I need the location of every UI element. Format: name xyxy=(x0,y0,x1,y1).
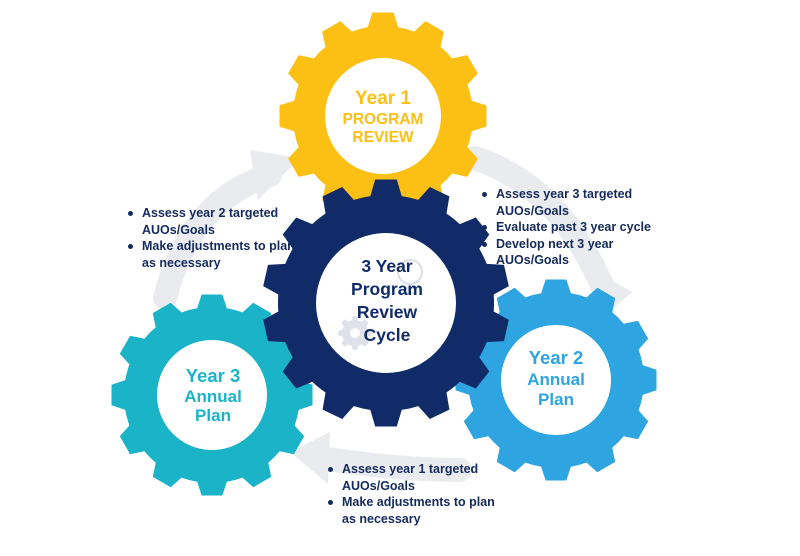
small-gear-icon xyxy=(338,316,372,350)
arrow-year2-to-year3 xyxy=(308,446,472,482)
year1-title: Year 1 xyxy=(355,88,411,109)
year1-subtitle-line1: PROGRAM xyxy=(343,111,424,128)
arrow-year1-to-year2 xyxy=(462,146,617,304)
note-item: Make adjustments to plan as necessary xyxy=(326,494,506,527)
gear-year3 xyxy=(111,294,313,496)
year2-title: Year 2 xyxy=(529,347,584,368)
center-line2: Program xyxy=(351,279,423,299)
year3-subtitle-line1: Annual xyxy=(184,387,242,406)
note-item: Assess year 1 targeted AUOs/Goals xyxy=(326,461,506,494)
lightbulb-icon xyxy=(397,259,423,294)
cycle-arrows xyxy=(153,146,632,484)
gear-year1 xyxy=(279,12,487,220)
arrowhead-year1 xyxy=(250,150,300,200)
note-item: Assess year 3 targeted AUOs/Goals xyxy=(480,186,680,219)
year1-subtitle-line2: REVIEW xyxy=(352,129,414,146)
gear-center xyxy=(263,179,509,427)
center-line4: Cycle xyxy=(364,325,411,345)
note-item: Evaluate past 3 year cycle xyxy=(480,219,680,236)
notes-year1-to-year2: Assess year 3 targeted AUOs/Goals Evalua… xyxy=(480,186,680,269)
note-item: Develop next 3 year AUOs/Goals xyxy=(480,236,680,269)
note-item: Assess year 2 targeted AUOs/Goals xyxy=(126,205,304,238)
year3-title: Year 3 xyxy=(186,365,241,386)
year3-subtitle-line2: Plan xyxy=(195,406,231,425)
notes-year2-to-year3: Assess year 1 targeted AUOs/Goals Make a… xyxy=(326,461,506,527)
note-item: Make adjustments to plan as necessary xyxy=(126,238,304,271)
notes-year3-to-year1: Assess year 2 targeted AUOs/Goals Make a… xyxy=(126,205,304,271)
arrowhead-year3 xyxy=(290,432,330,484)
center-line3: Review xyxy=(357,302,418,322)
year2-subtitle-line2: Plan xyxy=(538,390,574,409)
arrow-year3-to-year1 xyxy=(153,163,282,310)
center-line1: 3 Year xyxy=(361,256,412,276)
year2-subtitle-line1: Annual xyxy=(527,370,585,389)
